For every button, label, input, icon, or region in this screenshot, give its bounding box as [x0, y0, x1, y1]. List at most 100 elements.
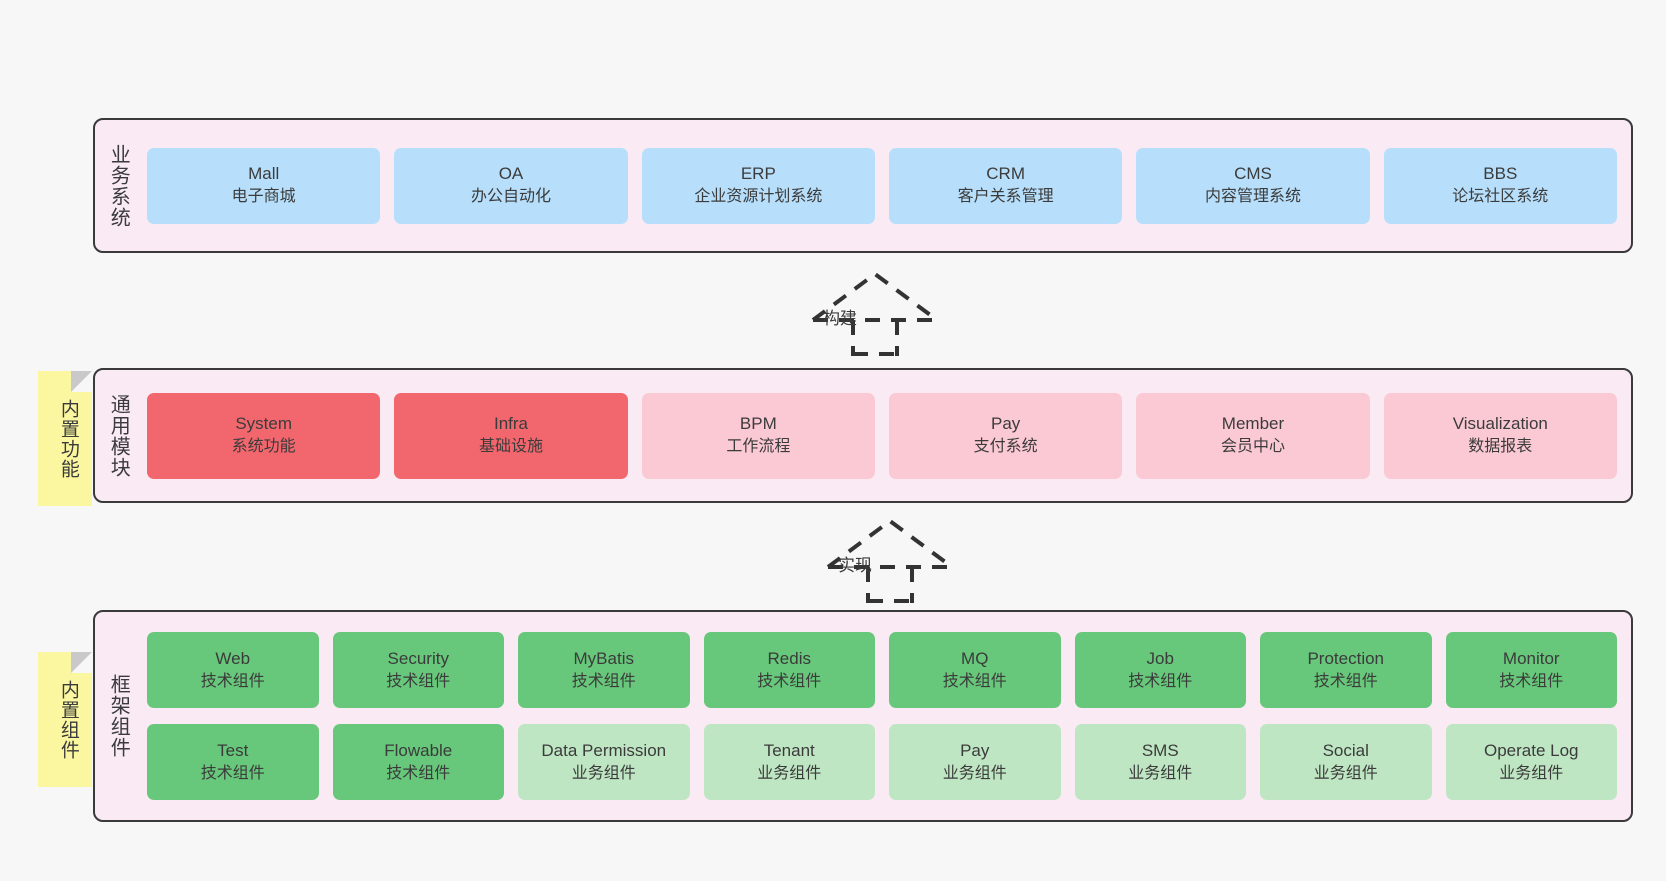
box-system[interactable]: System 系统功能 — [147, 392, 381, 479]
layer-common-module: 通用模块 System 系统功能 Infra 基础设施 BPM 工作流程 Pay… — [93, 368, 1633, 503]
box-operate-log[interactable]: Operate Log 业务组件 — [1445, 724, 1617, 800]
box-redis[interactable]: Redis 技术组件 — [703, 632, 875, 708]
layer-body-framework-component: Web 技术组件 Security 技术组件 MyBatis 技术组件 Redi… — [141, 612, 1631, 820]
box-mybatis-subtitle: 技术组件 — [571, 672, 636, 690]
layer-business-system: 业务系统 Mall 电子商城 OA 办公自动化 ERP 企业资源计划系统 CRM… — [93, 118, 1633, 253]
box-visualization-title: Visualization — [1452, 414, 1548, 434]
box-redis-title: Redis — [767, 648, 811, 668]
box-erp[interactable]: ERP 企业资源计划系统 — [641, 147, 875, 224]
box-web-subtitle: 技术组件 — [200, 672, 265, 690]
box-bpm-title: BPM — [739, 414, 777, 434]
box-security[interactable]: Security 技术组件 — [332, 632, 504, 708]
sticky-note-builtin-component-label: 内置组件 — [57, 679, 79, 760]
box-cms[interactable]: CMS 内容管理系统 — [1136, 147, 1370, 224]
box-social-subtitle: 业务组件 — [1313, 764, 1378, 782]
layer-body-common-module: System 系统功能 Infra 基础设施 BPM 工作流程 Pay 支付系统… — [141, 370, 1631, 501]
box-operate-log-title: Operate Log — [1483, 740, 1579, 760]
box-mall-subtitle: 电子商城 — [231, 188, 296, 206]
box-test-subtitle: 技术组件 — [200, 764, 265, 782]
box-crm[interactable]: CRM 客户关系管理 — [888, 147, 1123, 224]
box-cms-subtitle: 内容管理系统 — [1204, 188, 1301, 206]
box-infra-title: Infra — [493, 414, 528, 434]
box-social-title: Social — [1322, 740, 1369, 760]
sticky-note-builtin-function: 内置功能 — [38, 371, 92, 506]
box-mq-subtitle: 技术组件 — [942, 672, 1007, 690]
box-system-subtitle: 系统功能 — [231, 438, 296, 456]
connector-implement: 实现 — [815, 513, 965, 603]
box-member-subtitle: 会员中心 — [1220, 438, 1285, 456]
box-infra[interactable]: Infra 基础设施 — [394, 392, 628, 479]
box-job-title: Job — [1146, 648, 1174, 668]
box-security-subtitle: 技术组件 — [386, 672, 451, 690]
box-bpm-subtitle: 工作流程 — [726, 438, 791, 456]
box-pay-component-subtitle: 业务组件 — [942, 764, 1007, 782]
box-protection-subtitle: 技术组件 — [1313, 672, 1378, 690]
box-pay-module[interactable]: Pay 支付系统 — [888, 392, 1123, 479]
box-cms-title: CMS — [1234, 164, 1272, 184]
box-bbs[interactable]: BBS 论坛社区系统 — [1383, 147, 1617, 224]
box-flowable-subtitle: 技术组件 — [386, 764, 451, 782]
box-sms-subtitle: 业务组件 — [1128, 764, 1193, 782]
box-infra-subtitle: 基础设施 — [478, 438, 543, 456]
box-mall[interactable]: Mall 电子商城 — [147, 147, 381, 224]
box-pay-module-subtitle: 支付系统 — [973, 438, 1038, 456]
box-pay-component-title: Pay — [960, 740, 990, 760]
box-tenant-subtitle: 业务组件 — [757, 764, 822, 782]
box-web-title: Web — [215, 648, 251, 668]
box-sms[interactable]: SMS 业务组件 — [1074, 724, 1246, 800]
box-oa-subtitle: 办公自动化 — [470, 188, 551, 206]
box-data-permission[interactable]: Data Permission 业务组件 — [518, 724, 690, 800]
box-visualization[interactable]: Visualization 数据报表 — [1383, 392, 1617, 479]
box-job[interactable]: Job 技术组件 — [1074, 632, 1246, 708]
box-erp-title: ERP — [740, 164, 776, 184]
layer-title-framework-component: 框架组件 — [107, 674, 130, 758]
sticky-note-builtin-function-label: 内置功能 — [57, 398, 79, 479]
box-bbs-title: BBS — [1483, 164, 1518, 184]
box-sms-title: SMS — [1141, 740, 1179, 760]
sticky-note-builtin-component: 内置组件 — [38, 652, 92, 787]
connector-build-label: 构建 — [823, 309, 857, 328]
box-mybatis-title: MyBatis — [573, 648, 634, 668]
box-operate-log-subtitle: 业务组件 — [1499, 764, 1564, 782]
box-flowable-title: Flowable — [384, 740, 453, 760]
connector-build: 构建 — [800, 266, 950, 356]
layer-body-business-system: Mall 电子商城 OA 办公自动化 ERP 企业资源计划系统 CRM 客户关系… — [141, 120, 1631, 251]
box-visualization-subtitle: 数据报表 — [1468, 438, 1533, 456]
box-erp-subtitle: 企业资源计划系统 — [694, 188, 823, 206]
connector-build-shape — [811, 271, 939, 356]
box-tenant[interactable]: Tenant 业务组件 — [703, 724, 875, 800]
box-protection[interactable]: Protection 技术组件 — [1260, 632, 1432, 708]
box-data-permission-subtitle: 业务组件 — [571, 764, 636, 782]
box-mall-title: Mall — [248, 164, 280, 184]
box-mybatis[interactable]: MyBatis 技术组件 — [518, 632, 690, 708]
box-protection-title: Protection — [1307, 648, 1385, 668]
framework-row-business: Test 技术组件 Flowable 技术组件 Data Permission … — [147, 724, 1617, 800]
framework-row-technical: Web 技术组件 Security 技术组件 MyBatis 技术组件 Redi… — [147, 632, 1617, 708]
box-pay-component[interactable]: Pay 业务组件 — [889, 724, 1061, 800]
box-bbs-subtitle: 论坛社区系统 — [1452, 188, 1549, 206]
box-pay-module-title: Pay — [991, 414, 1021, 434]
box-redis-subtitle: 技术组件 — [757, 672, 822, 690]
box-flowable[interactable]: Flowable 技术组件 — [332, 724, 504, 800]
box-member[interactable]: Member 会员中心 — [1136, 392, 1370, 479]
box-data-permission-title: Data Permission — [541, 740, 667, 760]
box-test[interactable]: Test 技术组件 — [147, 724, 319, 800]
box-monitor[interactable]: Monitor 技术组件 — [1445, 632, 1617, 708]
box-crm-title: CRM — [986, 164, 1025, 184]
box-mq[interactable]: MQ 技术组件 — [889, 632, 1061, 708]
box-mq-title: MQ — [961, 648, 989, 668]
layer-title-business-system: 业务系统 — [107, 143, 130, 228]
connector-implement-label: 实现 — [838, 556, 872, 575]
box-system-title: System — [235, 414, 292, 434]
box-tenant-title: Tenant — [763, 740, 815, 760]
box-oa[interactable]: OA 办公自动化 — [394, 147, 628, 224]
box-security-title: Security — [387, 648, 449, 668]
box-monitor-subtitle: 技术组件 — [1499, 672, 1564, 690]
box-social[interactable]: Social 业务组件 — [1260, 724, 1432, 800]
connector-implement-shape — [826, 518, 954, 603]
box-crm-subtitle: 客户关系管理 — [957, 188, 1054, 206]
box-oa-title: OA — [498, 164, 524, 184]
box-web[interactable]: Web 技术组件 — [147, 632, 319, 708]
box-bpm[interactable]: BPM 工作流程 — [641, 392, 875, 479]
